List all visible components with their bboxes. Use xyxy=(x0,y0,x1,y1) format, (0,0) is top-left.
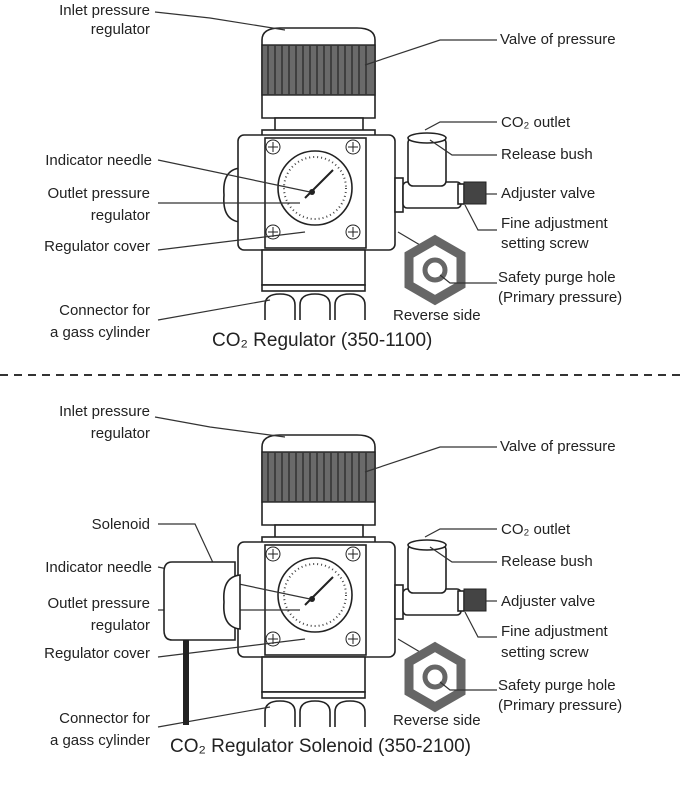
label-safety-purge-hole: Safety purge hole xyxy=(498,677,616,694)
label-fine-adjustment: Fine adjustment xyxy=(501,623,609,640)
label-co2-outlet: CO₂ outlet xyxy=(501,114,571,131)
label-release-bush: Release bush xyxy=(501,553,593,570)
label-regulator-cover: Regulator cover xyxy=(44,645,150,662)
title-regulator-350-1100: CO₂ Regulator (350-1100) xyxy=(212,330,432,351)
label-outlet-pressure-regulator: Outlet pressure xyxy=(47,595,150,612)
label-co2-outlet: CO₂ outlet xyxy=(501,521,571,538)
label-fine-adjustment: Fine adjustment xyxy=(501,215,609,232)
label-reverse-side: Reverse side xyxy=(393,307,481,324)
label-inlet-pressure-regulator: Inlet pressure xyxy=(59,403,150,420)
label-valve-of-pressure: Valve of pressure xyxy=(500,31,616,48)
label-release-bush: Release bush xyxy=(501,146,593,163)
label-valve-of-pressure: Valve of pressure xyxy=(500,438,616,455)
regulator-350-1100-drawing: Inlet pressure regulator Valve of pressu… xyxy=(44,2,622,351)
label-indicator-needle: Indicator needle xyxy=(45,559,152,576)
solenoid-body xyxy=(163,561,236,641)
label-outlet-pressure-regulator: Outlet pressure xyxy=(47,185,150,202)
label-gas-cylinder: a gass cylinder xyxy=(50,324,150,341)
label-gas-cylinder: a gass cylinder xyxy=(50,732,150,749)
regulator-solenoid-350-2100-drawing: Inlet pressure regulator Valve of pressu… xyxy=(44,403,622,757)
label-adjuster-valve: Adjuster valve xyxy=(501,185,595,202)
label-primary-pressure: (Primary pressure) xyxy=(498,289,622,306)
label-safety-purge-hole: Safety purge hole xyxy=(498,269,616,286)
label-setting-screw: setting screw xyxy=(501,235,589,252)
label-setting-screw: setting screw xyxy=(501,644,589,661)
label-regulator-cover: Regulator cover xyxy=(44,238,150,255)
label-connector: Connector for xyxy=(59,302,150,319)
label-primary-pressure: (Primary pressure) xyxy=(498,697,622,714)
label-outlet-pressure-regulator-2: regulator xyxy=(91,207,150,224)
solenoid-cable xyxy=(183,620,189,725)
label-reverse-side: Reverse side xyxy=(393,712,481,729)
label-outlet-pressure-regulator-2: regulator xyxy=(91,617,150,634)
label-inlet-pressure-regulator-2: regulator xyxy=(91,21,150,38)
label-solenoid: Solenoid xyxy=(92,516,150,533)
label-inlet-pressure-regulator-2: regulator xyxy=(91,425,150,442)
label-connector: Connector for xyxy=(59,710,150,727)
label-indicator-needle: Indicator needle xyxy=(45,152,152,169)
label-inlet-pressure-regulator: Inlet pressure xyxy=(59,2,150,19)
label-adjuster-valve: Adjuster valve xyxy=(501,593,595,610)
title-regulator-solenoid-350-2100: CO₂ Regulator Solenoid (350-2100) xyxy=(170,736,471,757)
